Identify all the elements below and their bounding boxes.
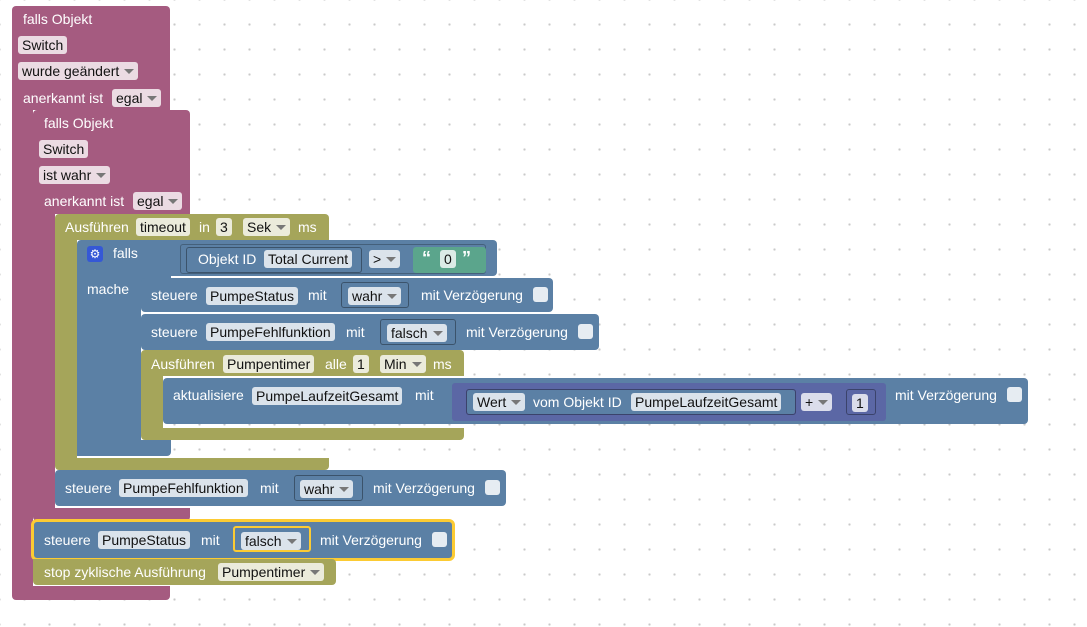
text-value-field[interactable]: 0 xyxy=(440,250,456,268)
inner-trigger-ack-dropdown[interactable]: egal xyxy=(133,192,183,210)
text-quote-open: “ xyxy=(422,248,431,268)
if-do-label: mache xyxy=(87,281,130,297)
math-number-field[interactable]: 1 xyxy=(852,394,868,412)
if-do-spine xyxy=(77,280,141,456)
compare-operator-dropdown[interactable]: > xyxy=(369,250,401,268)
outer-trigger-condition-value: wurde geändert xyxy=(22,63,120,79)
interval-ms-label: ms xyxy=(433,356,452,372)
inner-trigger-condition-dropdown[interactable]: ist wahr xyxy=(39,166,111,184)
outer-trigger-ack-dropdown[interactable]: egal xyxy=(112,89,162,107)
if-mutator-gear-icon[interactable]: ⚙ xyxy=(87,246,103,262)
outer-trigger-condition-dropdown[interactable]: wurde geändert xyxy=(18,62,139,80)
outer-trigger-ack-label: anerkannt ist xyxy=(23,90,104,106)
control2-value: falsch xyxy=(391,325,428,341)
outer-trigger-spine xyxy=(12,108,33,594)
inner-trigger-ack-value: egal xyxy=(137,193,164,209)
interval-label: Ausführen xyxy=(151,356,215,372)
inner-trigger-label: falls Objekt xyxy=(44,115,114,131)
control4-var-field[interactable]: PumpeStatus xyxy=(98,531,191,549)
control1-delay-label: mit Verzögerung xyxy=(421,287,523,303)
stop-name-dropdown[interactable]: Pumpentimer xyxy=(218,563,325,581)
control1-delay-checkbox[interactable] xyxy=(533,287,548,302)
outer-trigger-object-field[interactable]: Switch xyxy=(18,36,68,54)
if-label: falls xyxy=(113,245,138,261)
stop-label: stop zyklische Ausführung xyxy=(44,564,206,580)
control3-value-dropdown[interactable]: wahr xyxy=(300,480,354,498)
update-var-field[interactable]: PumpeLaufzeitGesamt xyxy=(252,387,403,405)
control1-with-label: mit xyxy=(308,287,327,303)
inner-trigger-bottom xyxy=(33,508,190,521)
get-value-label: vom Objekt ID xyxy=(533,394,622,410)
control4-with-label: mit xyxy=(201,532,220,548)
control3-value-slot xyxy=(294,475,363,501)
compare-obj-label: Objekt ID xyxy=(198,251,257,267)
get-value-field: Wert xyxy=(477,394,507,410)
interval-every-label: alle xyxy=(325,356,347,372)
compare-obj-slot xyxy=(186,247,362,273)
control1-value-dropdown[interactable]: wahr xyxy=(348,287,402,305)
control3-with-label: mit xyxy=(260,480,279,496)
math-op-dropdown[interactable]: + xyxy=(801,393,833,411)
update-label: aktualisiere xyxy=(173,387,244,403)
math-number-slot xyxy=(846,389,876,415)
control2-delay-checkbox[interactable] xyxy=(578,324,593,339)
timeout-in-label: in xyxy=(199,219,210,235)
control3-delay-label: mit Verzögerung xyxy=(373,480,475,496)
control2-with-label: mit xyxy=(346,324,365,340)
get-value-slot xyxy=(466,389,796,415)
interval-unit-dropdown[interactable]: Min xyxy=(380,355,426,373)
control3-label: steuere xyxy=(65,480,112,496)
timeout-value-field[interactable]: 3 xyxy=(216,218,232,236)
timeout-label: Ausführen xyxy=(65,219,129,235)
timeout-unit-value: Sek xyxy=(247,219,272,235)
timeout-spine xyxy=(55,238,77,464)
timeout-name-field[interactable]: timeout xyxy=(136,218,190,236)
control1-label: steuere xyxy=(151,287,198,303)
control4-label: steuere xyxy=(44,532,91,548)
inner-trigger-object-field[interactable]: Switch xyxy=(39,140,89,158)
control2-delay-label: mit Verzögerung xyxy=(466,324,568,340)
control2-var-field[interactable]: PumpeFehlfunktion xyxy=(206,323,335,341)
timeout-unit-dropdown[interactable]: Sek xyxy=(243,218,291,236)
control3-delay-checkbox[interactable] xyxy=(485,480,500,495)
control1-value: wahr xyxy=(352,288,383,304)
outer-trigger-label: falls Objekt xyxy=(23,11,93,27)
if-block-bottom xyxy=(77,440,171,456)
compare-obj-field[interactable]: Total Current xyxy=(264,250,353,268)
inner-trigger-spine xyxy=(33,212,55,512)
control1-var-field[interactable]: PumpeStatus xyxy=(206,287,299,305)
get-value-obj-field[interactable]: PumpeLaufzeitGesamt xyxy=(631,393,782,411)
interval-value-field[interactable]: 1 xyxy=(353,355,369,373)
update-with-label: mit xyxy=(415,387,434,403)
compare-operator-value: > xyxy=(373,251,382,267)
get-value-field-dropdown[interactable]: Wert xyxy=(473,393,526,411)
interval-unit-value: Min xyxy=(384,356,407,372)
outer-trigger-ack-value: egal xyxy=(116,90,143,106)
outer-trigger-bottom xyxy=(12,586,170,600)
control4-delay-checkbox[interactable] xyxy=(432,532,447,547)
control2-value-slot xyxy=(380,319,456,345)
timeout-ms-label: ms xyxy=(298,219,317,235)
math-op-value: + xyxy=(805,394,814,410)
control4-value-slot xyxy=(233,526,311,552)
control3-var-field[interactable]: PumpeFehlfunktion xyxy=(119,479,248,497)
control2-label: steuere xyxy=(151,324,198,340)
control4-delay-label: mit Verzögerung xyxy=(320,532,422,548)
timeout-bottom xyxy=(55,458,329,470)
inner-trigger-ack-label: anerkannt ist xyxy=(44,193,125,209)
control4-value-dropdown[interactable]: falsch xyxy=(241,532,301,550)
update-delay-checkbox[interactable] xyxy=(1007,387,1022,402)
interval-bottom xyxy=(141,428,464,440)
control1-value-slot xyxy=(341,282,409,308)
text-quote-close: ” xyxy=(462,248,471,268)
inner-trigger-condition-value: ist wahr xyxy=(43,167,92,183)
stop-name-value: Pumpentimer xyxy=(222,564,306,580)
control3-value: wahr xyxy=(304,481,335,497)
control4-value: falsch xyxy=(245,533,282,549)
control2-value-dropdown[interactable]: falsch xyxy=(387,324,447,342)
interval-name-field[interactable]: Pumpentimer xyxy=(223,355,315,373)
update-delay-label: mit Verzögerung xyxy=(895,387,997,403)
interval-spine xyxy=(141,374,163,436)
